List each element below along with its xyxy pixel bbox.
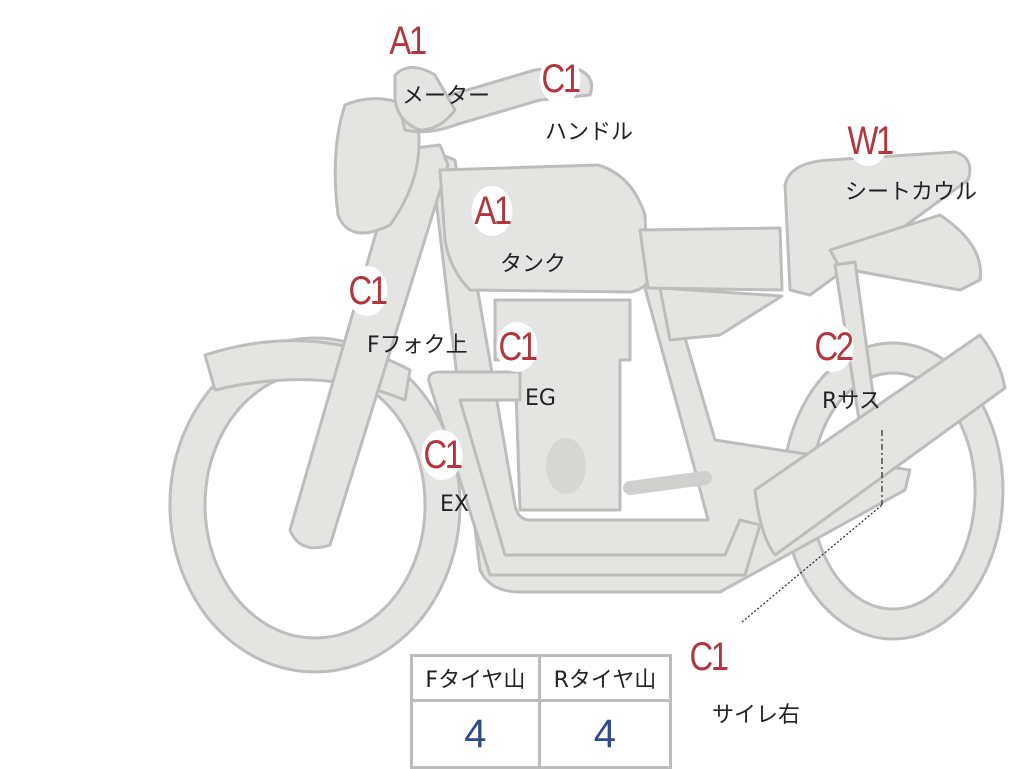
rear-tire-header: Rタイヤ山 bbox=[537, 654, 673, 702]
engine-grade: C1 bbox=[496, 322, 538, 372]
seat-cowl-label: シートカウル bbox=[845, 180, 978, 205]
fork-upper-grade: C1 bbox=[346, 266, 388, 316]
meter-label: メーター bbox=[402, 84, 491, 109]
front-fork bbox=[288, 143, 450, 550]
footpeg bbox=[623, 471, 712, 495]
handle-grade: C1 bbox=[539, 54, 581, 104]
engine-label: EG bbox=[525, 386, 556, 411]
seat-cowl-grade: W1 bbox=[847, 116, 894, 166]
fork-upper-label: Fフォク上 bbox=[367, 333, 468, 358]
engine-cover bbox=[546, 438, 586, 494]
seat-cowl-body bbox=[783, 150, 972, 297]
muffler-leader bbox=[741, 504, 883, 623]
rear-suspension-label: Rサス bbox=[822, 389, 881, 414]
handle-label: ハンドル bbox=[545, 120, 634, 145]
tire-tread-table: Fタイヤ山 Rタイヤ山 4 4 bbox=[410, 654, 673, 769]
seat-cowl-tail bbox=[828, 213, 982, 292]
tank-label: タンク bbox=[500, 252, 567, 277]
front-wheel bbox=[168, 336, 462, 674]
muffler-right-label: サイレ右 bbox=[712, 703, 801, 728]
front-tire-value: 4 bbox=[410, 699, 541, 769]
exhaust-pipe bbox=[427, 370, 762, 577]
rear-tire-value: 4 bbox=[537, 699, 673, 769]
rear-suspension-grade: C2 bbox=[812, 322, 854, 372]
exhaust-grade: C1 bbox=[421, 430, 463, 480]
exhaust-label: EX bbox=[440, 492, 469, 517]
muffler bbox=[753, 333, 1007, 557]
front-tire-header: Fタイヤ山 bbox=[410, 654, 541, 702]
meter-grade: A1 bbox=[386, 16, 428, 66]
side-panel bbox=[658, 286, 784, 342]
muffler-right-grade: C1 bbox=[687, 632, 729, 682]
meter bbox=[393, 66, 457, 132]
seat bbox=[638, 226, 784, 292]
tank-grade: A1 bbox=[471, 186, 513, 236]
